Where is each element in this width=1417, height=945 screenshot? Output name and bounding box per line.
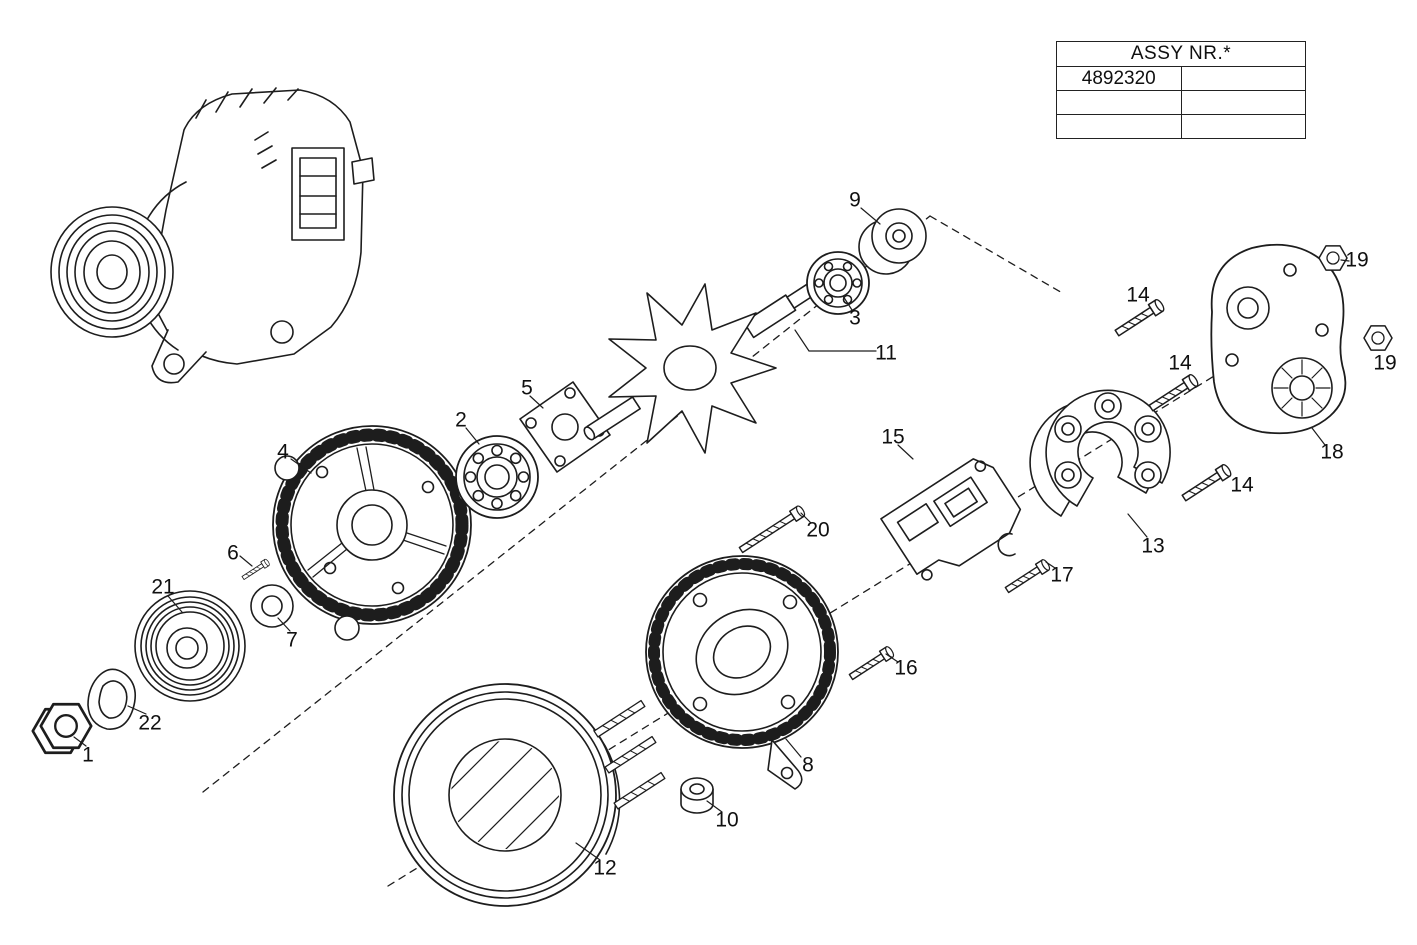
part-front-housing-4 xyxy=(272,425,483,641)
assy-table-row xyxy=(1056,114,1306,139)
part-rear-bearing-3 xyxy=(806,251,870,315)
part-slip-ring-9 xyxy=(858,208,927,275)
callout-leader-lines xyxy=(73,207,1350,861)
part-screw-16 xyxy=(846,644,896,683)
part-shaft-nut-1 xyxy=(31,702,93,755)
assy-empty-cell xyxy=(1180,66,1306,91)
part-cone-washer-22 xyxy=(87,668,136,730)
assy-table-header: ASSY NR.* xyxy=(1056,41,1306,67)
assy-table-row: 4892320 xyxy=(1056,66,1306,91)
part-rectifier-13 xyxy=(1029,389,1171,517)
part-regulator-15 xyxy=(880,458,1022,581)
part-sleeve-10 xyxy=(680,777,714,814)
part-stator-12 xyxy=(393,683,666,907)
part-rear-housing-8 xyxy=(645,555,839,790)
assy-table: ASSY NR.* 4892320 xyxy=(1056,41,1306,139)
assy-empty-cell xyxy=(1180,114,1306,139)
part-retainer-plate-5 xyxy=(519,381,611,473)
assy-empty-cell xyxy=(1180,90,1306,115)
part-rear-cover-18 xyxy=(1210,243,1347,435)
assy-table-row xyxy=(1056,90,1306,115)
part-through-bolt-20 xyxy=(736,503,807,556)
part-front-bearing-2 xyxy=(455,435,539,519)
assy-empty-cell xyxy=(1056,90,1182,115)
assy-empty-cell xyxy=(1056,114,1182,139)
part-rotor-11 xyxy=(583,269,838,454)
part-screw-6 xyxy=(240,557,271,582)
part-spacer-7 xyxy=(250,584,294,628)
assembled-alternator-view xyxy=(50,87,375,384)
part-screw-17 xyxy=(1002,557,1052,596)
assy-number-cell: 4892320 xyxy=(1056,66,1182,91)
part-pulley-21 xyxy=(134,590,246,702)
